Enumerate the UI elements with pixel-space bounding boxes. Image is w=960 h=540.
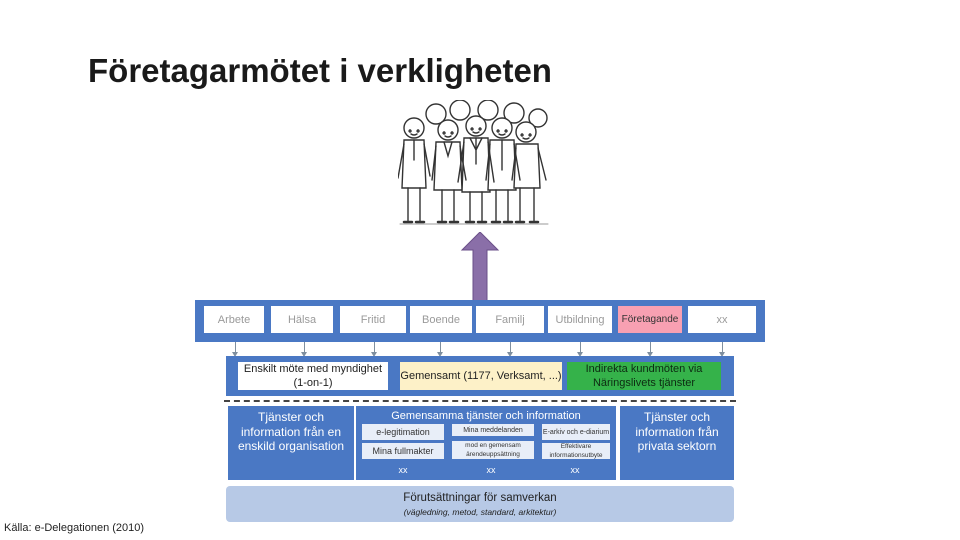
life-area-utbildning: Utbildning — [548, 306, 612, 333]
connector-arrow — [647, 342, 653, 357]
life-area-familj: Familj — [476, 306, 544, 333]
connector-arrow — [577, 342, 583, 357]
service-xx: xx — [398, 465, 408, 475]
service-e-arkiv: E-arkiv och e-diarium — [542, 424, 610, 440]
connector-arrow — [232, 342, 238, 357]
prerequisites-title: Förutsättningar för samverkan — [403, 492, 557, 504]
connector-arrow — [437, 342, 443, 357]
column-middle-title: Gemensamma tjänster och information — [391, 410, 581, 422]
life-area-arbete: Arbete — [204, 306, 264, 333]
people-group-illustration — [398, 100, 549, 225]
service-xx: xx — [570, 465, 580, 475]
service-mina-fullmakter: Mina fullmakter — [362, 443, 444, 459]
connector-arrow — [507, 342, 513, 357]
life-area-foretagande: Företagande — [618, 306, 682, 333]
connector-arrow — [719, 342, 725, 357]
double-arrow-icon — [460, 232, 500, 320]
connector-arrow — [371, 342, 377, 357]
column-right-text: Tjänster och information från privata se… — [635, 410, 719, 453]
meeting-gemensamt: Gemensamt (1177, Verksamt, ...) — [400, 362, 562, 390]
prerequisites-subtitle: (vägledning, metod, standard, arkitektur… — [403, 507, 557, 517]
meeting-indirekta: Indirekta kundmöten via Näringslivets tj… — [567, 362, 721, 390]
meeting-enskilt: Enskilt möte med myndighet (1-on-1) — [238, 362, 388, 390]
life-area-halsa: Hälsa — [271, 306, 333, 333]
connector-arrow — [301, 342, 307, 357]
life-area-fritid: Fritid — [340, 306, 406, 333]
service-mod-gemensam: mod en gemensam ärendeuppsättning — [452, 441, 534, 459]
service-mina-meddelanden: Mina meddelanden — [452, 424, 534, 436]
life-area-xx: xx — [688, 306, 756, 333]
life-area-boende: Boende — [410, 306, 472, 333]
service-effektivare: Effektivare informationsutbyte — [542, 443, 610, 459]
column-left-text: Tjänster och information från en enskild… — [237, 410, 345, 453]
page-title: Företagarmötet i verkligheten — [88, 52, 552, 89]
prerequisites-box — [226, 486, 734, 522]
source-citation: Källa: e-Delegationen (2010) — [4, 522, 145, 534]
dashed-divider — [224, 400, 736, 402]
service-xx: xx — [486, 465, 496, 475]
service-e-legitimation: e-legitimation — [362, 424, 444, 440]
column-privata-sektorn — [620, 406, 734, 480]
column-enskild-organisation — [228, 406, 354, 480]
